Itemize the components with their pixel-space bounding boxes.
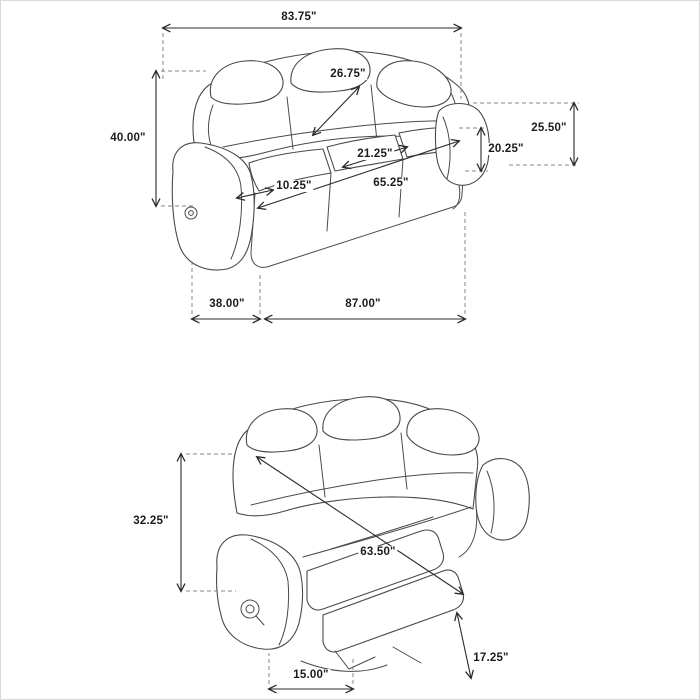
right-armrest: [475, 458, 530, 541]
dim-reclined-height: [181, 454, 236, 591]
right-base-seam: [452, 184, 461, 210]
dim-arm-width: [237, 190, 273, 198]
dim-label-overall-width: 83.75": [279, 11, 319, 23]
left-armrest-seam: [204, 146, 243, 260]
dim-footrest-width: [269, 653, 353, 689]
footrest-linkage: [392, 646, 422, 664]
dim-label-seat-width: 21.25": [355, 148, 395, 160]
dim-label-depth: 38.00": [207, 298, 247, 310]
dim-reclined-interior-width: [257, 457, 463, 594]
dim-label-footrest-height: 17.25": [471, 652, 511, 664]
footrest-linkage: [334, 650, 376, 670]
dim-base-width: [265, 209, 465, 319]
dim-overall-width: [163, 28, 461, 99]
right-base-seam: [458, 504, 478, 558]
headrest-pillow: [406, 408, 480, 456]
dim-label-overall-height: 40.00": [108, 132, 148, 144]
base-shadow: [300, 660, 388, 672]
left-armrest: [215, 534, 304, 650]
dim-interior-width: [258, 141, 459, 208]
dim-label-interior-width: 65.25": [371, 177, 411, 189]
dim-footrest-height: [457, 613, 471, 678]
backrest-seam: [370, 84, 378, 142]
dim-label-arm-width: 10.25": [274, 180, 314, 192]
sofa-closed-drawing: [171, 48, 490, 271]
headrest-pillow: [209, 60, 284, 105]
dim-depth: [192, 263, 260, 319]
right-armrest-seam: [486, 470, 495, 534]
dim-label-base-width: 87.00": [343, 298, 383, 310]
headrest-pillow: [322, 396, 401, 441]
recliner-handle-icon: [240, 599, 260, 619]
dim-label-reclined-height: 32.25": [131, 515, 171, 527]
dim-back-cushion: [313, 87, 359, 135]
headrest-pillow: [376, 60, 452, 108]
dim-label-back-height: 25.50": [529, 122, 569, 134]
headrest-pillow: [245, 408, 318, 453]
recliner-handle-icon: [245, 604, 255, 614]
dim-label-footrest-width: 15.00": [291, 669, 331, 681]
dim-label-back-cushion: 26.75": [328, 68, 368, 80]
dim-back-height: [473, 103, 579, 165]
recliner-handle-lever: [255, 615, 265, 626]
front-skirt-outline: [250, 148, 466, 268]
dim-label-seat-back-height: 20.25": [486, 143, 526, 155]
recliner-handle-icon: [188, 210, 194, 216]
dim-seat-back-height: [459, 128, 488, 171]
left-armrest: [171, 142, 255, 271]
skirt-seam: [326, 172, 332, 232]
recliner-handle-icon: [184, 206, 198, 220]
dim-overall-height: [156, 71, 206, 206]
dim-label-reclined-interior-width: 63.50": [358, 546, 398, 558]
